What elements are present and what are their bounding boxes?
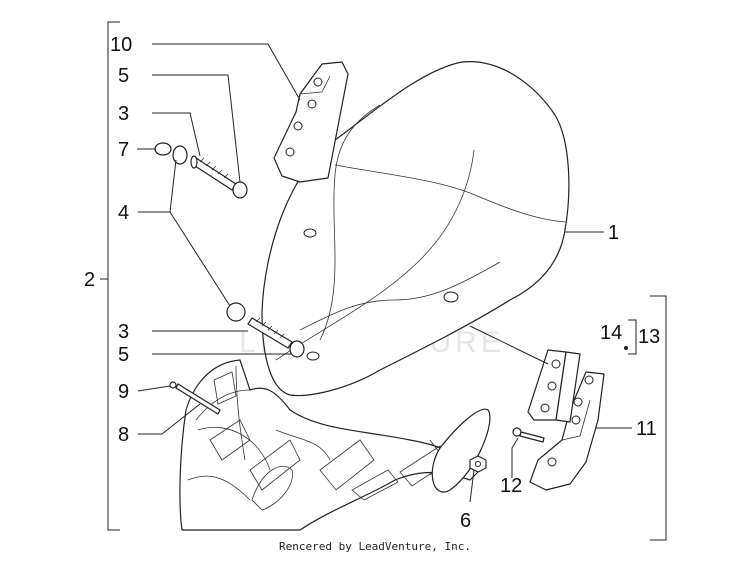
leader-lines xyxy=(137,43,632,503)
bracket-part-10 xyxy=(273,61,349,183)
callout-6: 6 xyxy=(460,510,471,532)
callout-1: 1 xyxy=(608,222,619,244)
bracket-part-11 xyxy=(529,371,605,491)
group-bracket-2 xyxy=(100,21,120,531)
callout-5-lower: 5 xyxy=(118,344,129,366)
nut-part-5-lower xyxy=(289,340,305,358)
callout-12: 12 xyxy=(500,475,522,497)
callout-2: 2 xyxy=(84,269,95,291)
screw-part-9 xyxy=(169,381,221,415)
callout-3-lower: 3 xyxy=(118,321,129,343)
shield-part-6 xyxy=(431,408,491,493)
callout-4: 4 xyxy=(118,202,129,224)
callout-13: 13 xyxy=(638,326,660,348)
callout-10: 10 xyxy=(110,34,132,56)
screw-part-3-upper xyxy=(190,155,237,191)
grommet-part-4-upper xyxy=(172,145,188,165)
callout-14: 14 xyxy=(600,322,622,344)
callout-8: 8 xyxy=(118,424,129,446)
callout-5-upper: 5 xyxy=(118,65,129,87)
upper-fasteners xyxy=(154,142,248,199)
cap-part-7 xyxy=(154,142,172,156)
bolt-part-12 xyxy=(512,427,545,443)
footer-credit: Rencered by LeadVenture, Inc. xyxy=(278,540,472,553)
plate-part-14 xyxy=(527,349,581,423)
group-bracket-13 xyxy=(624,295,667,541)
callout-11: 11 xyxy=(636,418,657,440)
windshield-part xyxy=(261,61,570,397)
grommet-part-4-lower xyxy=(226,302,246,322)
screw-part-3-lower xyxy=(247,317,293,349)
callout-7: 7 xyxy=(118,139,129,161)
callout-3-upper: 3 xyxy=(118,103,129,125)
lower-fasteners xyxy=(226,302,305,358)
nut-part-5-upper xyxy=(232,181,248,199)
callout-9: 9 xyxy=(118,381,129,403)
